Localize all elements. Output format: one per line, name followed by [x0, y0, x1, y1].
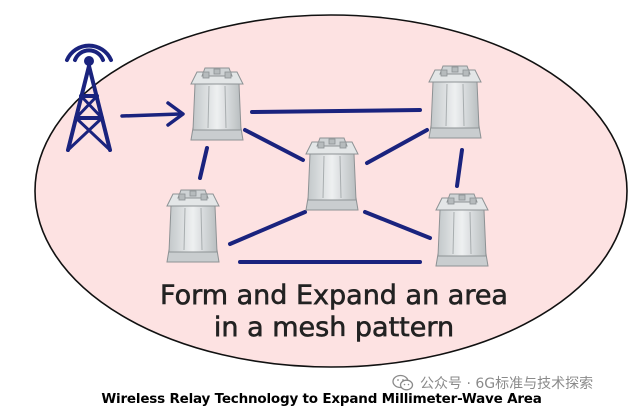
- link-c-br: [363, 210, 432, 240]
- relay-node-icon: [305, 137, 359, 211]
- link-tl-tr: [250, 108, 422, 114]
- area-label-line2: in a mesh pattern: [214, 312, 454, 343]
- relay-node-icon: [166, 189, 220, 263]
- mesh-relay-diagram: Form and Expand an area in a mesh patter…: [34, 14, 628, 368]
- watermark-text: 公众号 · 6G标准与技术探索: [420, 376, 594, 392]
- wechat-icon: [392, 374, 414, 391]
- relay-node-icon: [435, 193, 489, 267]
- radio-tower-icon: [65, 43, 113, 152]
- signal-arrow: [120, 101, 185, 127]
- relay-node-icon: [190, 67, 244, 141]
- figure-caption: Wireless Relay Technology to Expand Mill…: [101, 391, 542, 407]
- link-tr-c: [365, 128, 429, 165]
- link-c-bl: [228, 210, 307, 246]
- watermark: 公众号 · 6G标准与技术探索: [392, 373, 632, 393]
- area-label-line1: Form and Expand an area: [160, 280, 508, 311]
- link-tl-c: [243, 128, 305, 162]
- link-tr-br: [455, 148, 464, 188]
- relay-node-icon: [428, 65, 482, 139]
- link-tl-bl: [198, 146, 209, 180]
- mesh-links: [198, 108, 464, 264]
